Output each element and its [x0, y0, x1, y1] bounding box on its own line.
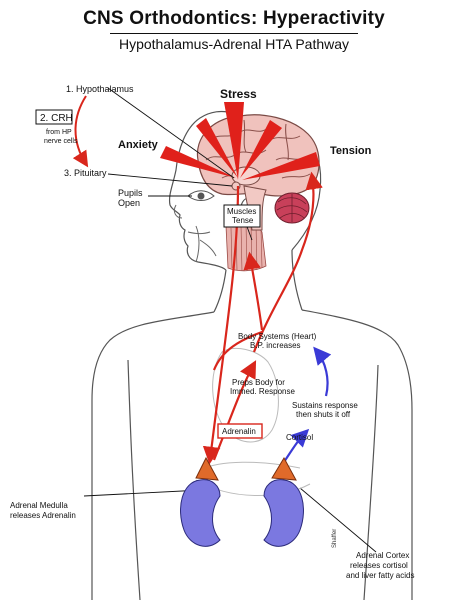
label-tension: Tension	[330, 145, 372, 157]
label-preps-2: Immed. Response	[230, 387, 295, 396]
title-underline	[110, 33, 358, 34]
page-subtitle: Hypothalamus-Adrenal HTA Pathway	[118, 36, 350, 52]
label-cortisol: Cortisol	[286, 433, 313, 442]
adrenalin-box	[217, 423, 263, 439]
label-hypothalamus: 1. Hypothalamus	[66, 84, 134, 94]
stress-rays	[160, 102, 320, 180]
label-preps-1: Preps Body for	[232, 378, 285, 387]
label-adrenalin: Adrenalin	[222, 427, 256, 436]
label-anxiety: Anxiety	[118, 139, 159, 151]
eye	[187, 190, 215, 201]
signature: Shaffer	[332, 529, 338, 548]
crh-box	[35, 109, 73, 125]
cerebellum	[274, 192, 310, 224]
crh-arrow	[72, 95, 89, 168]
label-crh: 2. CRH	[40, 113, 73, 124]
label-pituitary: 3. Pituitary	[64, 168, 107, 178]
label-body-systems-1: Body Systems (Heart)	[238, 332, 317, 341]
adrenal-cortex-gland	[271, 456, 297, 481]
label-body-systems-2: B.P. increases	[250, 341, 301, 350]
left-kidney	[180, 479, 221, 547]
label-crh-note-2: nerve cells	[44, 138, 78, 145]
label-stress: Stress	[220, 87, 257, 101]
label-crh-note-1: from HP	[46, 129, 72, 136]
face-details	[173, 204, 217, 263]
label-muscles-1: Muscles	[227, 207, 256, 216]
adrenal-medulla-gland	[195, 456, 219, 481]
label-cortex-3: and liver fatty acids	[346, 571, 414, 580]
label-sustains-2: then shuts it off	[296, 410, 351, 419]
label-muscles-2: Tense	[232, 216, 254, 225]
label-sustains-1: Sustains response	[292, 401, 358, 410]
muscles-box	[223, 204, 261, 228]
leader-lines	[83, 87, 377, 553]
label-cortex-2: releases cortisol	[350, 561, 408, 570]
label-pupils-2: Open	[118, 198, 140, 208]
page-title: CNS Orthodontics: Hyperactivity	[83, 8, 385, 29]
label-pupils-1: Pupils	[118, 188, 143, 198]
label-cortex-1: Adrenal Cortex	[356, 551, 409, 560]
label-medulla-2: releases Adrenalin	[10, 511, 76, 520]
right-kidney	[263, 479, 304, 547]
blue-pathways	[283, 346, 332, 463]
labels: 1. Hypothalamus 2. CRH from HP nerve cel…	[10, 84, 414, 580]
label-medulla-1: Adrenal Medulla	[10, 501, 68, 510]
